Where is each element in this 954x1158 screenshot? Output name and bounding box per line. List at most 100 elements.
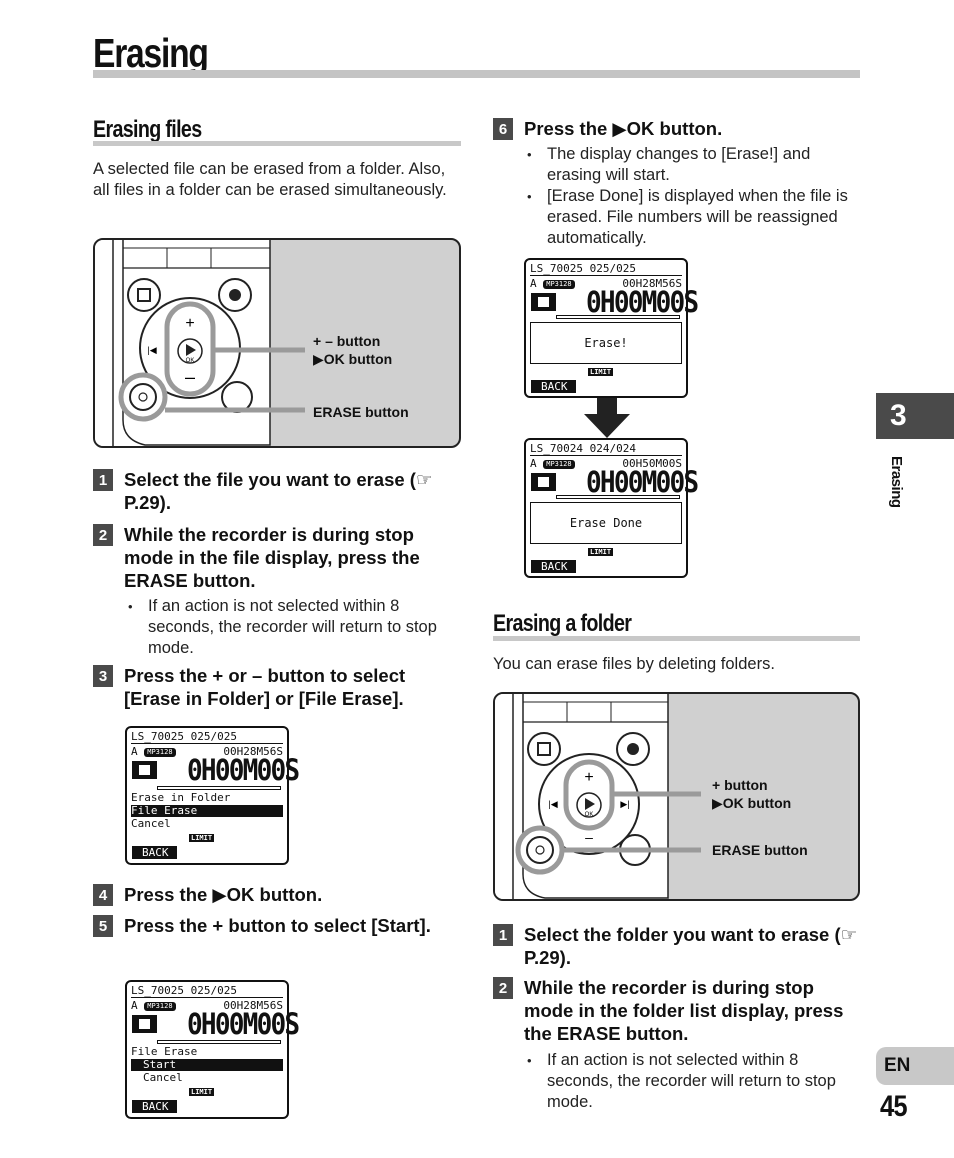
svg-text:–: – xyxy=(585,829,593,845)
folder-intro: You can erase files by deleting folders. xyxy=(493,655,775,673)
back-label: BACK xyxy=(132,1100,177,1113)
step-text: Press the ▶OK button. xyxy=(524,118,723,139)
folder-step-2-bullets: If an action is not selected within 8 se… xyxy=(524,1050,854,1113)
title-rule xyxy=(93,70,860,78)
lcd-time: 0H00M00S xyxy=(187,753,300,787)
lcd-length: 00H28M56S xyxy=(223,999,283,1012)
callout-erase: ERASE button xyxy=(712,842,808,858)
step-number: 1 xyxy=(493,924,513,946)
files-step-3: 3 Press the + or – button to select [Era… xyxy=(93,664,463,710)
folder-step-2: 2 While the recorder is during stop mode… xyxy=(493,976,863,1045)
menu-item: File Erase xyxy=(131,1045,198,1058)
page-number: 45 xyxy=(880,1090,908,1123)
limit-label: LIMIT xyxy=(588,548,614,556)
bullet: [Erase Done] is displayed when the file … xyxy=(524,186,854,249)
step-text: While the recorder is during stop mode i… xyxy=(524,977,844,1044)
lcd-header: LS_70024 024/024 xyxy=(530,443,682,456)
menu-item: Cancel xyxy=(131,817,171,830)
chapter-label: Erasing xyxy=(888,456,905,508)
stop-icon xyxy=(132,761,157,779)
bullet: The display changes to [Erase!] and eras… xyxy=(524,144,854,186)
lcd-format: MP3128 xyxy=(144,1001,176,1011)
section-rule xyxy=(493,636,860,641)
lcd-confirm: LS_70025 025/025 A MP3128 00H28M56S 0H00… xyxy=(125,980,300,1119)
menu-item: Erase in Folder xyxy=(131,791,231,804)
svg-text:+: + xyxy=(185,315,194,332)
bullet: If an action is not selected within 8 se… xyxy=(125,596,455,659)
section-title-folder: Erasing a folder xyxy=(493,610,632,637)
progress-bar xyxy=(157,786,281,790)
lcd-format: MP3128 xyxy=(144,747,176,757)
lcd-header: LS_70025 025/025 xyxy=(530,263,682,276)
lcd-folder: A xyxy=(530,277,537,290)
progress-bar xyxy=(157,1040,281,1044)
lcd-message: Erase! xyxy=(530,322,682,364)
language-tab: EN xyxy=(876,1047,954,1085)
lcd-time: 0H00M00S xyxy=(586,465,699,499)
callout-ok: ▶OK button xyxy=(313,351,393,367)
section-title-files: Erasing files xyxy=(93,116,202,143)
lcd-time: 0H00M00S xyxy=(187,1007,300,1041)
menu-item-selected: File Erase xyxy=(131,805,283,817)
section-rule xyxy=(93,141,461,146)
step-number: 4 xyxy=(93,884,113,906)
back-label: BACK xyxy=(531,560,576,573)
back-label: BACK xyxy=(531,380,576,393)
lcd-time: 0H00M00S xyxy=(586,285,699,319)
recorder-figure-files: + – OK |◀ + – button ▶OK button ERASE bu… xyxy=(93,238,461,448)
files-step-2: 2 While the recorder is during stop mode… xyxy=(93,523,463,592)
folder-step-1: 1 Select the folder you want to erase (☞… xyxy=(493,923,863,969)
limit-label: LIMIT xyxy=(189,1088,215,1096)
callout-plus: + button xyxy=(712,777,768,793)
chapter-tab: 3 xyxy=(876,393,954,439)
files-step-6: 6 Press the ▶OK button. xyxy=(493,117,863,140)
step-text: While the recorder is during stop mode i… xyxy=(124,524,420,591)
svg-text:+: + xyxy=(584,769,593,786)
step-text: Select the file you want to erase (☞ P.2… xyxy=(124,469,433,513)
lcd-folder: A xyxy=(530,457,537,470)
step-number: 3 xyxy=(93,665,113,687)
files-step-6-bullets: The display changes to [Erase!] and eras… xyxy=(524,144,854,249)
menu-item: Cancel xyxy=(143,1071,183,1084)
back-label: BACK xyxy=(132,846,177,859)
limit-label: LIMIT xyxy=(189,834,215,842)
svg-text:|◀: |◀ xyxy=(147,345,156,355)
callout-plus-minus: + – button xyxy=(313,333,381,349)
files-intro: A selected file can be erased from a fol… xyxy=(93,160,447,199)
lcd-folder: A xyxy=(131,999,138,1012)
lcd-length: 00H28M56S xyxy=(223,745,283,758)
progress-bar xyxy=(556,315,680,319)
limit-label: LIMIT xyxy=(588,368,614,376)
lcd-header: LS_70025 025/025 xyxy=(131,731,283,744)
svg-text:OK: OK xyxy=(186,358,195,364)
files-step-4: 4 Press the ▶OK button. xyxy=(93,883,463,906)
callout-ok: ▶OK button xyxy=(712,795,792,811)
callout-erase: ERASE button xyxy=(313,404,409,420)
step-text: Press the + button to select [Start]. xyxy=(124,915,431,936)
stop-icon xyxy=(531,473,556,491)
lcd-header: LS_70025 025/025 xyxy=(131,985,283,998)
recorder-figure-folder: + OK |◀ ▶| – + button ▶OK button ERASE b… xyxy=(493,692,860,901)
lcd-length: 00H28M56S xyxy=(622,277,682,290)
svg-text:|◀: |◀ xyxy=(548,799,557,809)
lcd-length: 00H50M00S xyxy=(622,457,682,470)
arrow-down-icon xyxy=(584,398,630,438)
step-number: 6 xyxy=(493,118,513,140)
files-step-2-bullets: If an action is not selected within 8 se… xyxy=(125,596,455,659)
lcd-done: LS_70024 024/024 A MP3128 00H50M00S 0H00… xyxy=(524,438,699,578)
svg-text:OK: OK xyxy=(585,812,594,818)
lcd-folder: A xyxy=(131,745,138,758)
lcd-menu: LS_70025 025/025 A MP3128 00H28M56S 0H00… xyxy=(125,726,300,865)
menu-item-selected: Start xyxy=(131,1059,283,1071)
lcd-erasing: LS_70025 025/025 A MP3128 00H28M56S 0H00… xyxy=(524,258,699,398)
step-number: 1 xyxy=(93,469,113,491)
svg-text:▶|: ▶| xyxy=(620,799,629,809)
progress-bar xyxy=(556,495,680,499)
page-title: Erasing xyxy=(93,30,209,76)
lcd-format: MP3128 xyxy=(543,459,575,469)
svg-text:–: – xyxy=(185,367,195,387)
step-text: Select the folder you want to erase (☞ P… xyxy=(524,924,858,968)
step-number: 5 xyxy=(93,915,113,937)
bullet: If an action is not selected within 8 se… xyxy=(524,1050,854,1113)
step-text: Press the ▶OK button. xyxy=(124,884,323,905)
